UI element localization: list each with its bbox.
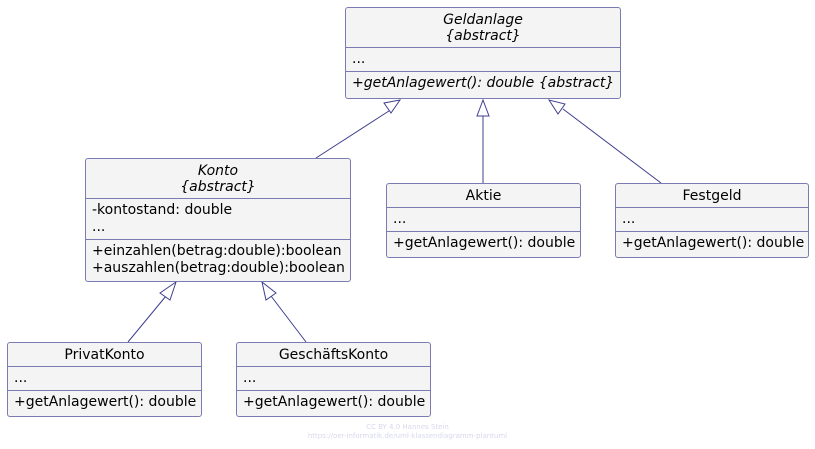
attributes-section: ... xyxy=(346,48,620,72)
method: +auszahlen(betrag:double):boolean xyxy=(92,260,345,276)
arrowhead-konto-geldanlage xyxy=(383,99,402,114)
method: +getAnlagewert(): double xyxy=(393,235,576,251)
attribute: ... xyxy=(92,219,106,235)
methods-section: +getAnlagewert(): double xyxy=(387,232,580,255)
license-footer: CC BY 4.0 Hannes Stein https://oer-infor… xyxy=(0,423,815,441)
method: +getAnlagewert(): double xyxy=(243,394,426,410)
class-header: Konto {abstract} xyxy=(86,159,350,199)
class-geschaeftskonto[interactable]: GeschäftsKonto ... +getAnlagewert(): dou… xyxy=(236,342,431,417)
methods-section: +einzahlen(betrag:double):boolean +ausza… xyxy=(86,240,350,280)
class-festgeld[interactable]: Festgeld ... +getAnlagewert(): double xyxy=(615,183,809,258)
class-aktie[interactable]: Aktie ... +getAnlagewert(): double xyxy=(386,183,581,258)
methods-section: +getAnlagewert(): double xyxy=(8,391,201,414)
class-geldanlage[interactable]: Geldanlage {abstract} ... +getAnlagewert… xyxy=(345,7,621,99)
method: +getAnlagewert(): double {abstract} xyxy=(352,75,615,91)
class-name: GeschäftsKonto xyxy=(278,347,389,363)
license-text: CC BY 4.0 Hannes Stein xyxy=(366,423,449,431)
edge-privatkonto-konto xyxy=(127,295,167,343)
methods-section: +getAnlagewert(): double {abstract} xyxy=(346,72,620,95)
attributes-section: ... xyxy=(616,208,808,232)
class-header: PrivatKonto xyxy=(8,343,201,367)
class-stereotype: {abstract} xyxy=(445,28,521,44)
attribute: ... xyxy=(393,211,407,227)
arrowhead-festgeld-geldanlage xyxy=(547,99,566,115)
attributes-section: ... xyxy=(387,208,580,232)
methods-section: +getAnlagewert(): double xyxy=(237,391,430,414)
class-name: Festgeld xyxy=(682,188,742,204)
class-header: Festgeld xyxy=(616,184,808,208)
attribute: ... xyxy=(243,370,257,386)
class-name: Konto xyxy=(197,163,239,179)
attribute: ... xyxy=(352,51,366,67)
attributes-section: ... xyxy=(8,367,201,391)
methods-section: +getAnlagewert(): double xyxy=(616,232,808,255)
class-name: PrivatKonto xyxy=(64,347,145,363)
edge-konto-geldanlage xyxy=(315,108,393,159)
method: +getAnlagewert(): double xyxy=(14,394,197,410)
edge-geschaeftskonto-konto xyxy=(270,295,307,343)
arrowhead-aktie-geldanlage xyxy=(476,98,490,117)
class-header: GeschäftsKonto xyxy=(237,343,430,367)
attribute: -kontostand: double xyxy=(92,202,233,218)
license-url: https://oer-informatik.de/uml-klassendia… xyxy=(307,432,508,440)
edge-festgeld-geldanlage xyxy=(562,108,662,184)
arrowhead-geschaeftskonto-konto xyxy=(261,280,277,301)
method: +getAnlagewert(): double xyxy=(622,235,805,251)
arrowhead-privatkonto-konto xyxy=(159,280,177,301)
method: +einzahlen(betrag:double):boolean xyxy=(92,243,342,259)
attributes-section: -kontostand: double ... xyxy=(86,199,350,240)
class-konto[interactable]: Konto {abstract} -kontostand: double ...… xyxy=(85,158,351,282)
class-header: Aktie xyxy=(387,184,580,208)
class-header: Geldanlage {abstract} xyxy=(346,8,620,48)
attribute: ... xyxy=(14,370,28,386)
class-privatkonto[interactable]: PrivatKonto ... +getAnlagewert(): double xyxy=(7,342,202,417)
attribute: ... xyxy=(622,211,636,227)
class-stereotype: {abstract} xyxy=(180,179,256,195)
class-name: Aktie xyxy=(465,188,502,204)
attributes-section: ... xyxy=(237,367,430,391)
class-name: Geldanlage xyxy=(443,12,523,28)
